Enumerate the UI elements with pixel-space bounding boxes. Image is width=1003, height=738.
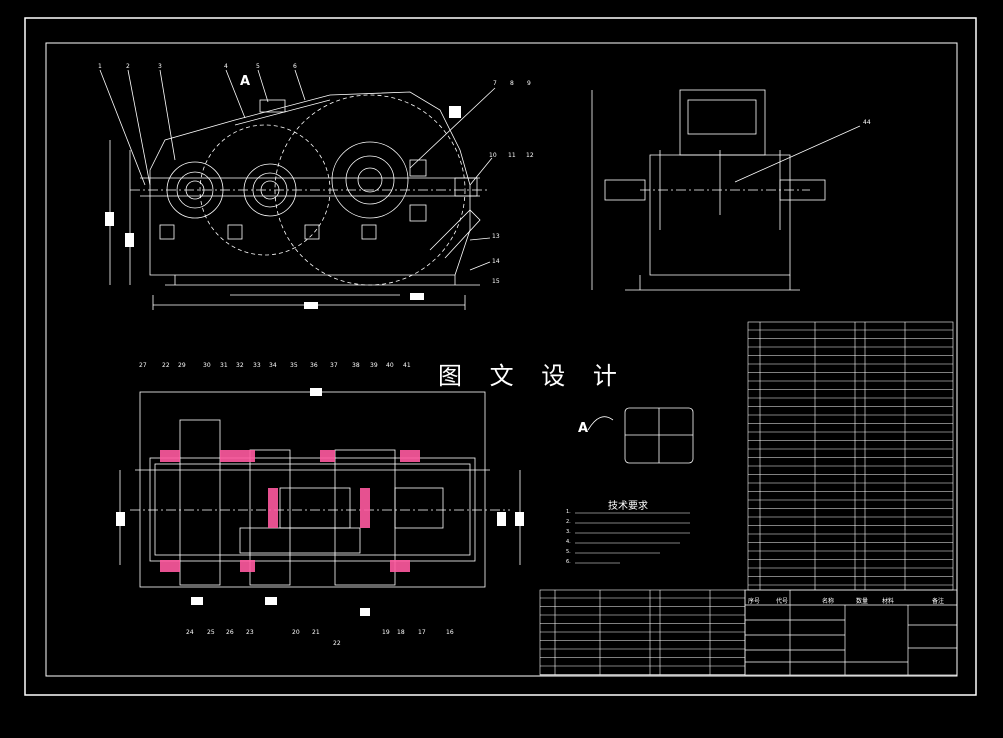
callout-label: 37 — [330, 362, 338, 369]
bottom-parts-table — [539, 589, 746, 676]
callout-label: 27 — [139, 362, 147, 369]
title-block-heading: 材料 — [882, 598, 895, 605]
callout-label: 41 — [403, 362, 411, 369]
callout-label: 25 — [207, 629, 215, 636]
plan-hatching — [160, 450, 420, 572]
callout-label: 10 — [489, 152, 497, 159]
title-block-heading: 序号 — [748, 598, 761, 605]
tech-note-lines — [575, 512, 690, 564]
callout-label: 33 — [253, 362, 261, 369]
callout-label: 4 — [224, 63, 228, 70]
callout-label: 19 — [382, 629, 390, 636]
title-block-heading: 备注 — [932, 598, 945, 605]
inner-border — [45, 42, 958, 677]
callout-label: 29 — [178, 362, 186, 369]
callout-label: 32 — [236, 362, 244, 369]
tech-note: 5. — [566, 549, 571, 555]
callout-label: 17 — [418, 629, 426, 636]
parts-list — [747, 321, 954, 591]
view-arrow-label: A — [240, 74, 251, 89]
callout-label: 20 — [292, 629, 300, 636]
tech-note: 1. — [566, 509, 571, 515]
bottom-table-rows — [540, 597, 745, 675]
callout-label: 30 — [203, 362, 211, 369]
title-block-heading: 代号 — [776, 598, 789, 605]
tech-note: 2. — [566, 519, 571, 525]
callout-label: 1 — [98, 63, 102, 70]
watermark-text: 图 文 设 计 — [438, 362, 627, 390]
callout-label: 16 — [446, 629, 454, 636]
callout-label: 34 — [269, 362, 277, 369]
callout-label: 2 — [126, 63, 130, 70]
outer-border — [24, 17, 977, 696]
callout-label: 35 — [290, 362, 298, 369]
callout-label: 7 — [493, 80, 497, 87]
callout-label: 3 — [158, 63, 162, 70]
front-view — [99, 69, 496, 310]
callout-label: 14 — [492, 258, 500, 265]
callout-label: 26 — [226, 629, 234, 636]
callout-label: 11 — [508, 152, 516, 159]
callout-label: 12 — [526, 152, 534, 159]
callout-label: 5 — [256, 63, 260, 70]
title-block-heading: 数量 — [856, 598, 869, 605]
callout-label: 22 — [162, 362, 170, 369]
callout-label: 15 — [492, 278, 500, 285]
front-dim-boxes — [105, 106, 461, 309]
side-view — [591, 89, 861, 291]
parts-list-rows — [748, 329, 953, 586]
callout-label: 36 — [310, 362, 318, 369]
detail-view-label: A — [578, 421, 589, 436]
callout-label: 18 — [397, 629, 405, 636]
plan-view — [119, 391, 521, 588]
callout-label: 31 — [220, 362, 228, 369]
callout-label: 44 — [863, 119, 871, 126]
callout-label: 6 — [293, 63, 297, 70]
callout-label: 9 — [527, 80, 531, 87]
callout-label: 22 — [333, 640, 341, 647]
technical-requirements-title: 技术要求 — [608, 501, 648, 512]
callout-label: 24 — [186, 629, 194, 636]
tech-note: 6. — [566, 559, 571, 565]
detail-a — [587, 407, 694, 464]
callout-label: 38 — [352, 362, 360, 369]
callout-label: 8 — [510, 80, 514, 87]
callout-label: 21 — [312, 629, 320, 636]
tech-note: 4. — [566, 539, 571, 545]
title-block-heading: 名称 — [822, 598, 835, 605]
callout-label: 39 — [370, 362, 378, 369]
tech-note: 3. — [566, 529, 571, 535]
callout-label: 13 — [492, 233, 500, 240]
callout-label: 40 — [386, 362, 394, 369]
title-block — [744, 589, 958, 676]
callout-label: 23 — [246, 629, 254, 636]
plan-dim-boxes — [116, 388, 524, 616]
